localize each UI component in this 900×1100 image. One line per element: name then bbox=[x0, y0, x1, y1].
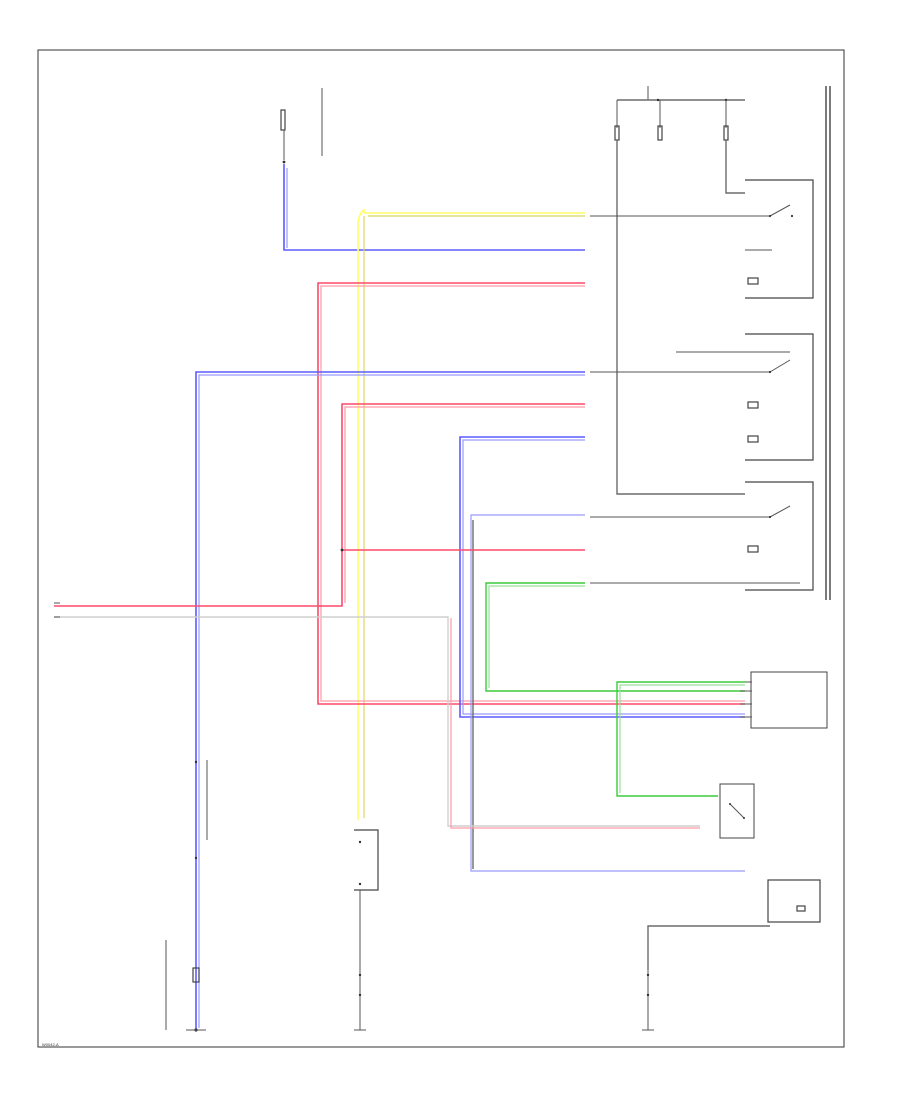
wire-white-signal bbox=[54, 616, 700, 827]
wire-green-upper bbox=[485, 582, 745, 692]
relay-lower bbox=[590, 481, 814, 591]
diagram-border bbox=[37, 49, 845, 1048]
center-component bbox=[354, 829, 379, 1031]
left-connector-stubs bbox=[54, 602, 60, 618]
wire-red-middle bbox=[54, 403, 585, 607]
fuse-block-top-right bbox=[614, 86, 745, 141]
wire-red-outer bbox=[317, 282, 745, 705]
wire-fuse-bus-b bbox=[725, 140, 745, 194]
fuse-source-top-left bbox=[280, 88, 323, 164]
wire-fuse-bus-a bbox=[616, 140, 745, 495]
wire-sensor-ground bbox=[647, 925, 770, 970]
wire-fuse-to-relay-ground bbox=[283, 164, 585, 251]
figure-code: W0042-A bbox=[42, 1042, 59, 1047]
wire-blue-lower bbox=[470, 514, 745, 872]
relay-middle bbox=[590, 333, 814, 461]
wire-yellow-top bbox=[357, 208, 585, 820]
lower-right-sensor bbox=[767, 879, 821, 923]
left-component bbox=[165, 760, 208, 1032]
sensor-switch bbox=[719, 783, 755, 839]
wire-blue-inner bbox=[459, 436, 745, 718]
wire-green-module bbox=[616, 681, 745, 797]
ground-right bbox=[642, 970, 654, 1031]
relay-top bbox=[590, 179, 814, 299]
control-module bbox=[740, 671, 828, 729]
wire-blue-outer bbox=[195, 371, 585, 1030]
